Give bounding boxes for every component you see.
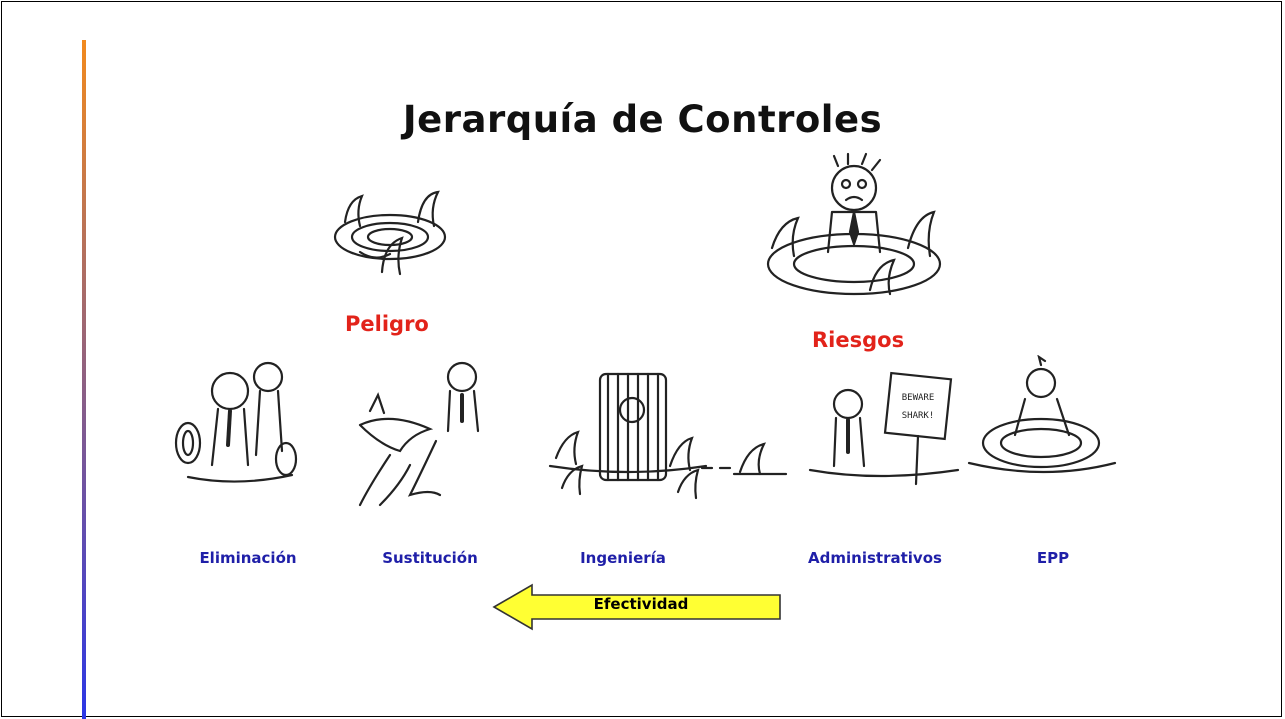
life-raft-icon — [967, 355, 1117, 474]
effectiveness-arrow: Efectividad — [492, 583, 782, 631]
elimination-scene-icon — [174, 361, 298, 483]
worried-man-in-pool-icon — [766, 152, 942, 296]
left-arrow-icon — [492, 583, 781, 631]
control-label-3: Ingeniería — [580, 549, 666, 567]
substitution-scene-icon — [358, 361, 480, 507]
shark-cage-icon — [548, 372, 708, 500]
shark-fin-icon — [700, 442, 788, 476]
warning-sign-scene-icon: BEWARE SHARK! — [808, 371, 960, 486]
risk-label: Riesgos — [812, 328, 905, 352]
control-label-1: Eliminación — [199, 549, 297, 567]
slide-title: Jerarquía de Controles — [402, 98, 883, 141]
control-label-4: Administrativos — [808, 549, 942, 567]
arrow-label: Efectividad — [593, 595, 689, 613]
sign-text-line2: SHARK! — [902, 411, 935, 421]
control-label-2: Sustitución — [382, 549, 478, 567]
sign-text-line1: BEWARE — [902, 393, 935, 403]
accent-bar — [82, 40, 86, 719]
control-label-5: EPP — [1036, 549, 1070, 567]
shark-pool-icon — [333, 190, 447, 276]
hazard-label: Peligro — [345, 312, 429, 336]
